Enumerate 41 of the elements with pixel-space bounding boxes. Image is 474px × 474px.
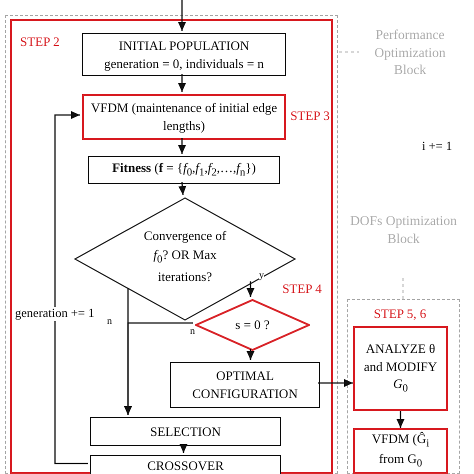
box-text: SELECTION: [149, 422, 222, 440]
box-text: VFDM (maintenance of initial edge lengths): [90, 99, 278, 135]
arrow: [54, 111, 88, 464]
box-text: CROSSOVER: [146, 458, 225, 474]
box-text: generation = 0, individuals = n: [103, 54, 265, 72]
box-text: VFDM (Ĝ$_{i}$ from G$_{0}$: [370, 431, 430, 471]
step-label: STEP 3: [289, 108, 331, 125]
edge-label: generation += 1: [15, 307, 94, 321]
arrow: [318, 379, 353, 387]
block-heading: DOFs Optimization Block: [349, 212, 458, 248]
edge-label: y: [259, 270, 264, 281]
arrow: [178, 74, 186, 92]
process-box: [82, 33, 286, 76]
edge-label: n: [190, 326, 195, 337]
decision-text: Convergence of f$_{0}$? OR Max iterations?: [142, 227, 228, 286]
arrow: [124, 288, 132, 415]
process-box: [170, 362, 320, 408]
process-box: [353, 428, 448, 474]
arrow: [246, 349, 254, 360]
step-frame: [10, 19, 333, 474]
arrow: [246, 281, 254, 297]
process-box: [90, 417, 281, 446]
block-heading: Performance Optimization Block: [373, 26, 447, 79]
box-text: INITIAL POPULATION: [118, 36, 250, 54]
step-label: STEP 2: [20, 34, 60, 51]
box-text: OPTIMAL CONFIGURATION: [191, 367, 299, 403]
box-text: Fitness (f = {f$_{0}$,f$_{1}$,f$_{2}$,…,f$_{n}$}): [111, 159, 257, 181]
arrow: [178, 138, 186, 154]
process-box: [88, 156, 280, 184]
step-label: STEP 4: [281, 281, 323, 298]
arrow: [180, 444, 188, 453]
arrow: [396, 411, 404, 428]
process-box: [353, 326, 448, 411]
arrow: [178, 0, 186, 31]
edge-label: n: [107, 316, 112, 327]
arrow: [178, 182, 186, 196]
process-box: [82, 94, 286, 140]
process-box: [90, 455, 281, 474]
box-text: ANALYZE θ and MODIFY G$_{0}$: [362, 340, 438, 397]
step-label: STEP 5, 6: [372, 306, 428, 323]
decision-text: s = 0 ?: [234, 316, 271, 334]
